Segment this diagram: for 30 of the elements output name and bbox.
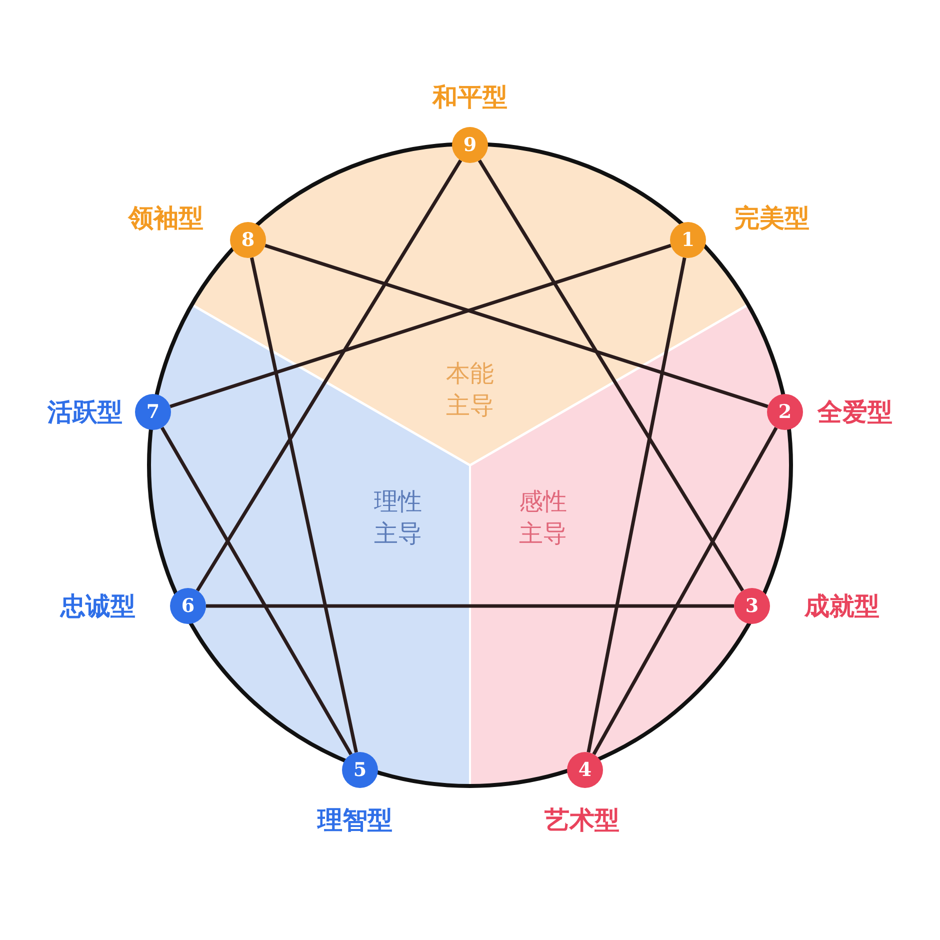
type-label: 忠诚型 [60, 590, 136, 622]
number-label: 6 [180, 594, 196, 619]
connector-line [586, 257, 686, 753]
connector-line [592, 426, 778, 756]
connector-line [160, 426, 352, 756]
connector-line [250, 257, 358, 753]
type-label: 理智型 [318, 804, 392, 836]
connector-line [478, 159, 744, 592]
type-label: 领袖型 [128, 202, 204, 234]
type-label: 和平型 [432, 82, 508, 114]
sector-label: 感性主导 [518, 486, 568, 550]
number-label: 5 [352, 758, 368, 783]
sector-label: 理性主导 [373, 486, 423, 550]
sector-label: 本能主导 [444, 358, 495, 422]
number-label: 1 [680, 228, 696, 253]
connector-line [196, 159, 462, 592]
type-label: 完美型 [734, 202, 810, 234]
number-label: 2 [777, 400, 793, 425]
number-label: 9 [462, 133, 478, 158]
connector-line [264, 244, 768, 408]
number-label: 4 [577, 758, 593, 783]
number-label: 7 [145, 400, 161, 425]
number-label: 3 [744, 594, 760, 619]
type-label: 成就型 [804, 590, 880, 622]
connector-line [206, 604, 734, 608]
type-label: 全爱型 [818, 396, 892, 428]
connector-line [170, 244, 672, 408]
number-label: 8 [240, 228, 256, 253]
type-label: 艺术型 [544, 804, 620, 836]
type-label: 活跃型 [48, 396, 122, 428]
